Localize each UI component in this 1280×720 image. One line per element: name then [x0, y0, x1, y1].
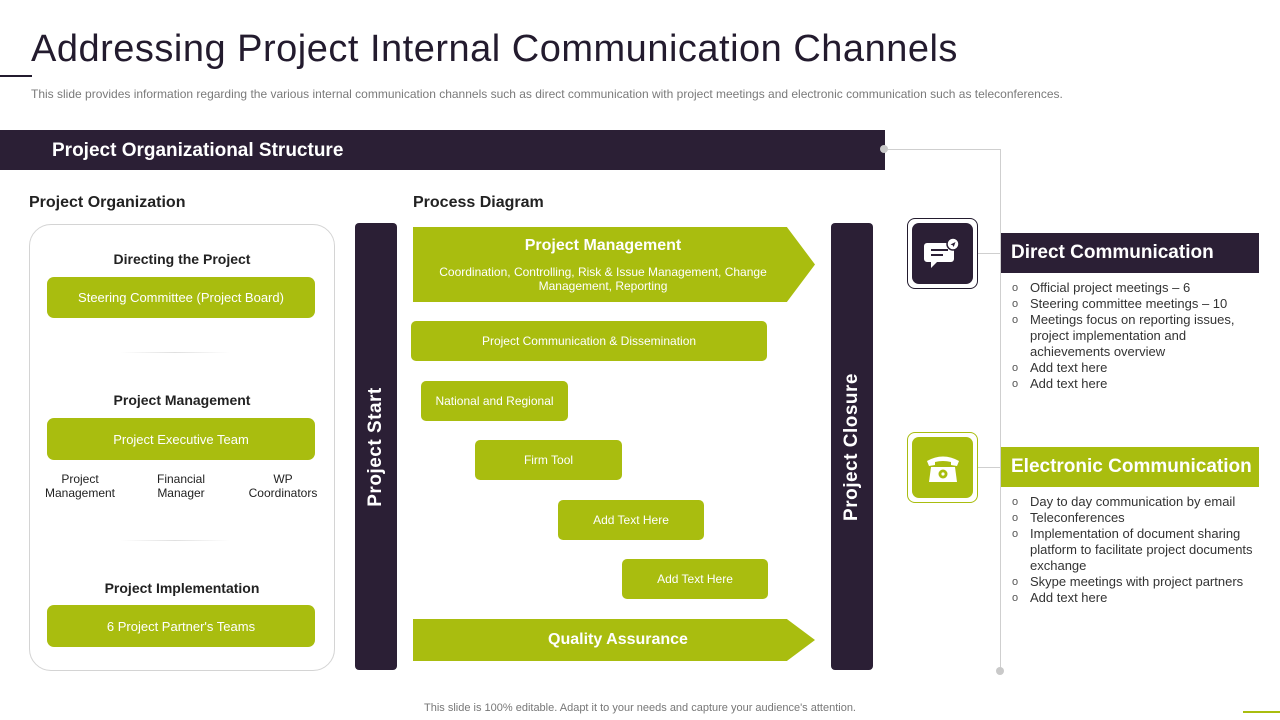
process-step: National and Regional: [421, 381, 568, 421]
slide-subtitle: This slide provides information regardin…: [31, 87, 1063, 101]
banner-label: Project Organizational Structure: [52, 140, 344, 161]
org-separator: [120, 540, 230, 541]
process-step: Firm Tool: [475, 440, 622, 480]
chat-bubble-icon: [912, 223, 973, 284]
project-organization-heading: Project Organization: [29, 194, 186, 211]
org-separator: [120, 352, 230, 353]
org-role-label: Financial Manager: [156, 472, 206, 500]
direct-communication-header: Direct Communication: [1001, 233, 1259, 273]
org-role-label: Project Management: [44, 472, 116, 500]
title-accent-line: [0, 75, 32, 77]
org-group-title: Project Implementation: [104, 580, 260, 596]
project-organization-panel: [29, 224, 335, 671]
electronic-communication-list: Day to day communication by email Teleco…: [1012, 494, 1262, 606]
connector-line-vertical: [1000, 149, 1001, 671]
list-item: Add text here: [1012, 590, 1262, 606]
process-step: Add Text Here: [558, 500, 704, 540]
project-management-description: Coordination, Controlling, Risk & Issue …: [439, 265, 767, 293]
project-start-bar: Project Start: [355, 223, 397, 670]
org-role-label: WP Coordinators: [248, 472, 318, 500]
project-start-label: Project Start: [365, 386, 386, 507]
process-step: Project Communication & Dissemination: [411, 321, 767, 361]
list-item: Steering committee meetings – 10: [1012, 296, 1262, 312]
electronic-icon-connector: [978, 467, 1001, 468]
org-group-title: Directing the Project: [113, 251, 251, 267]
electronic-communication-icon-frame: [907, 432, 978, 503]
process-diagram-heading: Process Diagram: [413, 194, 544, 211]
direct-communication-icon-frame: [907, 218, 978, 289]
list-item: Add text here: [1012, 376, 1262, 392]
steering-committee-pill: Steering Committee (Project Board): [47, 277, 315, 318]
list-item: Skype meetings with project partners: [1012, 574, 1262, 590]
list-item: Add text here: [1012, 360, 1262, 376]
quality-assurance-arrow: Quality Assurance: [413, 619, 815, 661]
project-closure-label: Project Closure: [841, 372, 862, 521]
process-step: Add Text Here: [622, 559, 768, 599]
project-executive-team-pill: Project Executive Team: [47, 418, 315, 460]
electronic-communication-header: Electronic Communication: [1001, 447, 1259, 487]
connector-end-dot: [996, 667, 1004, 675]
banner-connector-dot: [880, 145, 888, 153]
direct-communication-list: Official project meetings – 6 Steering c…: [1012, 280, 1262, 392]
project-closure-bar: Project Closure: [831, 223, 873, 670]
org-group-title: Project Management: [113, 392, 251, 408]
project-management-arrow: Project Management Coordination, Control…: [413, 227, 815, 302]
partner-teams-pill: 6 Project Partner's Teams: [47, 605, 315, 647]
list-item: Meetings focus on reporting issues, proj…: [1012, 312, 1262, 360]
footer-note: This slide is 100% editable. Adapt it to…: [424, 702, 856, 714]
list-item: Day to day communication by email: [1012, 494, 1262, 510]
slide-title: Addressing Project Internal Communicatio…: [31, 28, 958, 70]
quality-assurance-title: Quality Assurance: [548, 631, 688, 648]
list-item: Teleconferences: [1012, 510, 1262, 526]
telephone-icon: [912, 437, 973, 498]
list-item: Official project meetings – 6: [1012, 280, 1262, 296]
project-management-title: Project Management: [524, 237, 682, 254]
direct-icon-connector: [978, 253, 1001, 254]
list-item: Implementation of document sharing platf…: [1012, 526, 1262, 574]
connector-line-top: [888, 149, 1000, 150]
footer-accent-line: [1243, 711, 1280, 713]
structure-banner: Project Organizational Structure: [0, 130, 885, 170]
